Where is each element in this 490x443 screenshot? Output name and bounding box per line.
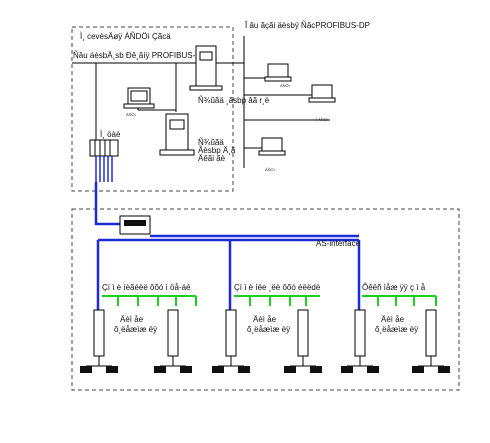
field-device-6-icon[interactable] [412, 309, 450, 373]
operator-station-icon[interactable] [159, 113, 195, 156]
node-b-label-1: Ñ¾ŭãä [198, 138, 224, 147]
as-interface-bus [94, 182, 361, 310]
field-level-frame [71, 208, 460, 391]
branch-3-lines [362, 295, 437, 306]
field-device-3-icon[interactable] [212, 309, 250, 373]
desktop-pc-caption: ÀÑÖì [126, 112, 136, 117]
remote-station-2-icon[interactable] [308, 84, 336, 103]
remote-station-3-caption: ÀÑÖì [265, 167, 275, 172]
control-group-title: Ì¸ cevèsÄøÿ ÀÑDÖì Çãcä [80, 32, 171, 41]
field-device-1-icon[interactable] [80, 309, 118, 373]
branch-1-device-label-2: õ¸ëåæìæ ëÿ [114, 325, 157, 334]
field-device-4-icon[interactable] [284, 309, 322, 373]
node-b-label-2: Ãèsbp Ä¸ã [198, 146, 236, 155]
branch-3-device-label-1: Äèì åe [381, 315, 405, 324]
profibus-subtitle: Ñâu áèsbÄ¸sb Ðê¸ãíÿ PROFIBUS-DP [73, 51, 206, 60]
remote-station-1-icon[interactable] [264, 63, 292, 82]
desktop-pc-icon[interactable] [123, 87, 155, 109]
branch-1-title: Çí ì è íèãéëë ôõó ì öå-áé [102, 283, 191, 292]
workstation-tower-icon[interactable] [189, 45, 223, 91]
branch-3-device-label-2: õ¸ëåæìæ ëÿ [375, 325, 418, 334]
branch-3-title: Ôêëñ ìåæ ÿÿ ç ì å [362, 283, 426, 292]
node-b-label-3: Äêãi ãè [198, 154, 226, 163]
plc-module-icon[interactable] [89, 139, 119, 157]
branch-1-device-label-1: Äèì åe [120, 315, 144, 324]
remote-station-2-caption: Î ÄÑÖì [315, 117, 328, 122]
branch-2-lines [234, 295, 320, 306]
field-device-2-icon[interactable] [154, 309, 192, 373]
field-device-5-icon[interactable] [341, 309, 379, 373]
as-interface-label: AS-interface [316, 239, 361, 248]
remote-station-1-caption: ÀÑÖì [280, 83, 290, 88]
branch-2-title: Çí ì è íëe ¸ëè ôõó éëëdè [234, 283, 321, 292]
branch-2-device-label-2: õ¸ëåæìæ ëÿ [247, 325, 290, 334]
branch-1-lines [102, 295, 197, 306]
plc-module-label: Ì¸ öàè [100, 130, 121, 139]
node-a-label: Ñ¾ŭãä ¸ãsbp âã r¸ë [198, 96, 270, 105]
plc-io-lines [95, 156, 113, 182]
remote-station-3-icon[interactable] [258, 137, 286, 156]
control-level-frame [71, 26, 234, 192]
branch-2-device-label-1: Äèì åe [253, 315, 277, 324]
as-master-module-icon[interactable] [119, 215, 151, 235]
remote-group-title: Î âu ãçãi äèsbÿ ÑãcPROFIBUS-DP [244, 21, 370, 30]
